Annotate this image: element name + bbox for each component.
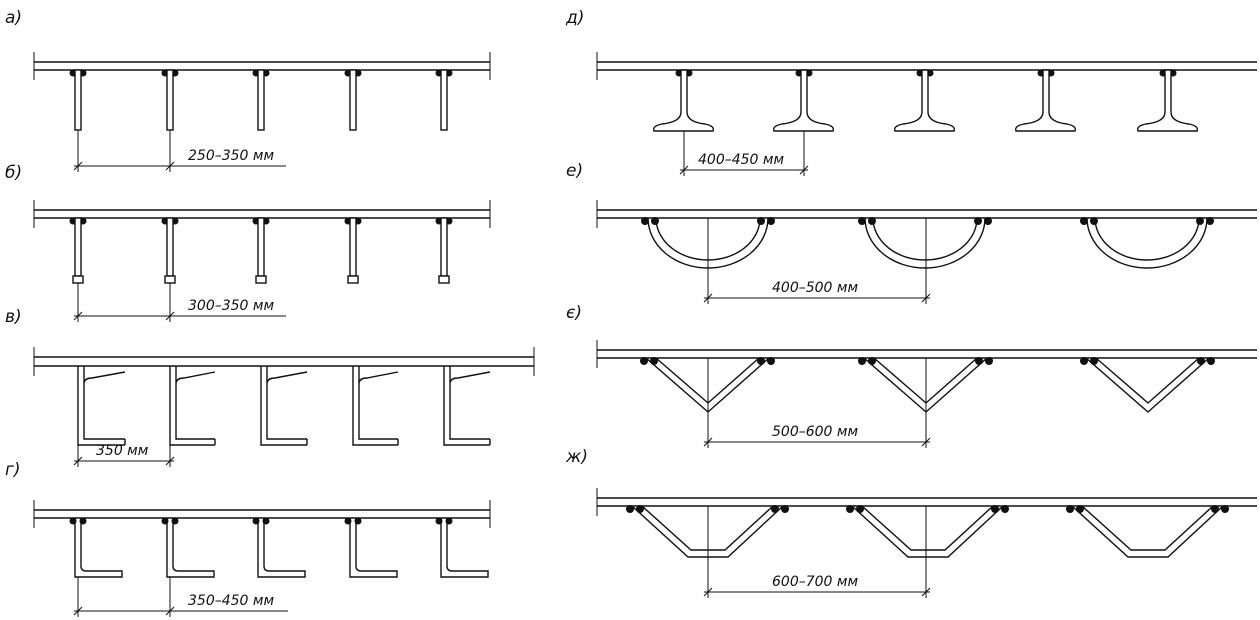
diagram-e: е) 400–500 мм xyxy=(566,161,1257,304)
diagram-e-label: е) xyxy=(566,161,583,181)
dimension-b-text: 300–350 мм xyxy=(188,298,274,314)
stiffeners-zh xyxy=(626,505,1229,558)
dimension-zh-text: 600–700 мм xyxy=(772,574,858,590)
stiffeners-b xyxy=(69,217,453,284)
stiffeners-e xyxy=(641,217,1214,269)
diagram-zh-label: ж) xyxy=(565,447,588,467)
dimension-d-text: 400–450 мм xyxy=(698,152,784,168)
stiffeners-d xyxy=(652,69,1199,132)
diagram-g: г) 350–450 мм xyxy=(5,460,491,617)
dimension-d: 400–450 мм xyxy=(679,131,809,176)
diagram-zh: ж) 600–700 мм xyxy=(565,447,1257,598)
stiffeners-ye xyxy=(640,357,1215,413)
diagram-v: в) 350 мм xyxy=(5,307,535,467)
diagram-b: б) 300–350 мм xyxy=(5,163,491,322)
diagram-d-label: д) xyxy=(565,8,584,28)
diagram-d: д) 400–450 мм xyxy=(565,8,1257,176)
dimension-e: 400–500 мм xyxy=(703,218,931,304)
plate-v xyxy=(33,347,535,376)
dimension-v-text: 350 мм xyxy=(96,443,149,459)
diagram-ye: є) 500–600 мм xyxy=(566,303,1257,448)
diagram-v-label: в) xyxy=(5,307,22,327)
dimension-ye: 500–600 мм xyxy=(703,358,931,448)
dimension-ye-text: 500–600 мм xyxy=(772,424,858,440)
diagram-a: а) 250–350 мм xyxy=(5,8,491,172)
diagram-g-label: г) xyxy=(5,460,21,480)
stiffeners-a xyxy=(69,69,453,131)
stiffeners-v xyxy=(77,366,491,446)
dimension-v: 350 мм xyxy=(73,443,175,467)
dimension-e-text: 400–500 мм xyxy=(772,280,858,296)
plate-ye xyxy=(596,340,1257,368)
plate-zh xyxy=(596,488,1257,516)
stiffeners-g xyxy=(69,517,489,578)
plate-e xyxy=(596,200,1257,228)
dimension-a: 250–350 мм xyxy=(73,130,286,172)
dimension-g-text: 350–450 мм xyxy=(188,593,274,609)
plate-g xyxy=(33,500,491,528)
diagram-ye-label: є) xyxy=(566,303,582,323)
diagram-a-label: а) xyxy=(5,8,22,28)
dimension-a-text: 250–350 мм xyxy=(188,148,274,164)
diagram-b-label: б) xyxy=(5,163,22,183)
dimension-g: 350–450 мм xyxy=(73,577,288,617)
dimension-b: 300–350 мм xyxy=(73,283,286,322)
dimension-zh: 600–700 мм xyxy=(703,506,931,598)
